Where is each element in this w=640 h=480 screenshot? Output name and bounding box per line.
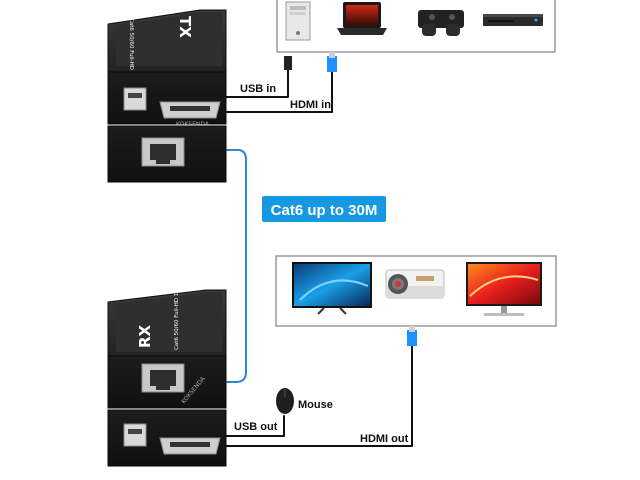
laptop-icon [337, 2, 387, 35]
tx-watermark: KOKSENDA [176, 121, 210, 128]
cable-length-badge: Cat6 up to 30M [262, 196, 386, 222]
display-devices-panel [275, 255, 557, 327]
tx-lan-module [107, 125, 227, 183]
hdmi-in-label: HDMI in [290, 99, 331, 111]
hdmi-out-cable [221, 341, 413, 447]
rx-usb-port [123, 423, 147, 447]
rx-model-label: Cat6 50/60 Full-HD 1080P [174, 278, 180, 350]
mouse-icon [276, 388, 294, 414]
tx-badge: TX [176, 16, 194, 38]
hdmi-in-cable [221, 69, 333, 113]
projector-icon [385, 269, 445, 299]
tx-unit: TX Cat6 50/60 Full-HD 1080P KOKSENDA [107, 9, 227, 128]
cat6-cable [199, 149, 247, 383]
dvd-player-icon [483, 14, 543, 26]
rx-badge: RX [136, 324, 154, 348]
usb-out-label: USB out [234, 421, 278, 433]
usb-in-label: USB in [240, 83, 276, 95]
tx-usb-port [123, 87, 147, 111]
hdmi-out-label: HDMI out [360, 433, 409, 445]
game-console-icon [418, 10, 464, 36]
hdmi-plug-icon [327, 56, 337, 72]
rx-unit: RX Cat6 50/60 Full-HD 1080P KOKSENDA [107, 278, 227, 409]
rx-output-module [107, 409, 227, 467]
mouse-label: Mouse [298, 399, 333, 411]
source-devices-panel [276, 0, 556, 53]
tx-top-panel [116, 12, 222, 66]
pc-tower-icon [285, 1, 311, 41]
rx-top-panel [116, 292, 222, 352]
monitor-icon [466, 262, 542, 316]
cable-length-label: Cat6 up to 30M [271, 202, 378, 219]
tx-model-label: Cat6 50/60 Full-HD 1080P [128, 18, 134, 90]
hdmi-plug-icon [407, 330, 417, 346]
tv-icon [292, 262, 372, 315]
usb-plug-icon [284, 56, 292, 70]
